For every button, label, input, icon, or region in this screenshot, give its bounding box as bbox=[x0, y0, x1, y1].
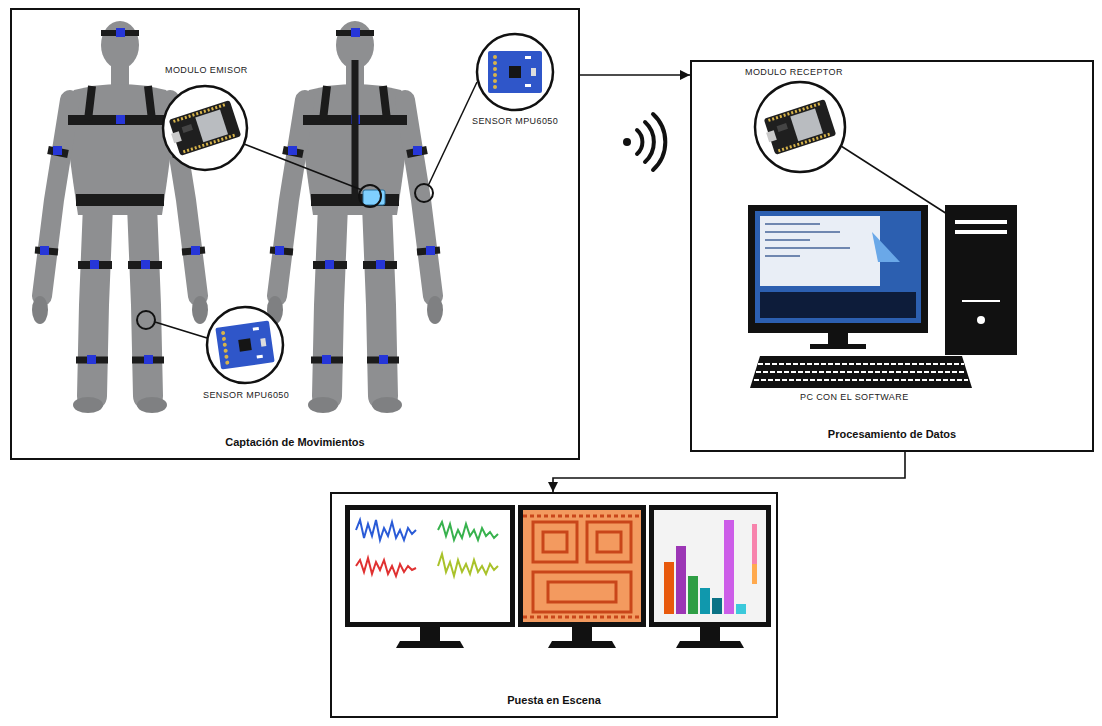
pc-illustration bbox=[748, 205, 1017, 388]
part-label: SENSOR MPU6050 bbox=[472, 116, 558, 126]
wireless-icon bbox=[623, 114, 665, 170]
connector-line bbox=[553, 452, 905, 492]
process-box: Captación de Movimientos bbox=[10, 8, 580, 460]
connector-line bbox=[580, 74, 690, 76]
part-label: SENSOR MPU6050 bbox=[203, 390, 289, 400]
display-monitors bbox=[345, 505, 771, 648]
arrow-head bbox=[548, 482, 558, 492]
flow-arrow bbox=[580, 70, 690, 80]
sensor-zoom-lower bbox=[137, 307, 283, 383]
part-label: MODULO EMISOR bbox=[165, 65, 248, 75]
caption-group: Puesta en Escena bbox=[332, 694, 776, 706]
caption-group: Captación de Movimientos bbox=[12, 436, 578, 448]
front-figure bbox=[32, 21, 208, 413]
process-box: Puesta en Escena bbox=[330, 492, 778, 718]
emitter-zoom bbox=[163, 86, 381, 207]
back-figure bbox=[267, 21, 443, 413]
part-label: MODULO RECEPTOR bbox=[745, 67, 843, 77]
arrow-head bbox=[680, 70, 690, 80]
box-caption: Captación de Movimientos bbox=[225, 436, 364, 448]
box-caption: Procesamiento de Datos bbox=[828, 428, 956, 440]
part-label: PC CON EL SOFTWARE bbox=[800, 392, 909, 402]
flow-arrow bbox=[548, 452, 905, 492]
box-caption: Puesta en Escena bbox=[507, 694, 601, 706]
caption-group: Procesamiento de Datos bbox=[692, 428, 1092, 440]
